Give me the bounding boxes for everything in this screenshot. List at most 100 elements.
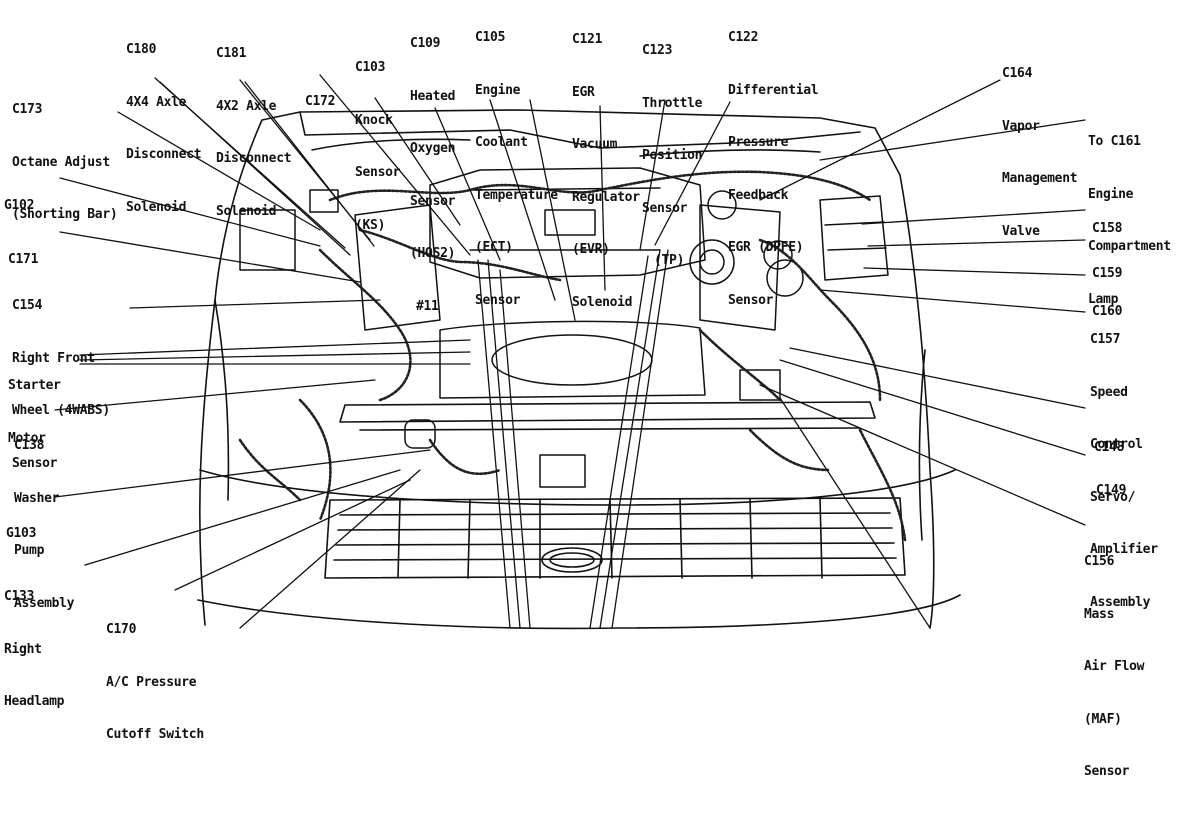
label-c157-line-4: Servo/: [1090, 489, 1136, 505]
label-c105-line-2: Engine: [475, 82, 521, 98]
label-c122-line-1: C122: [728, 30, 759, 45]
label-c156-line-4: (MAF): [1084, 711, 1122, 727]
label-c109-line-6: #11: [416, 298, 439, 314]
wiring-harness: [238, 170, 907, 542]
label-c181-line-2: 4X2 Axle: [216, 98, 277, 114]
label-c148: C148: [1094, 404, 1124, 492]
label-c122-line-5: EGR (DPFE): [728, 240, 804, 255]
label-c103-line-1: C103: [355, 60, 386, 75]
label-c109-line-5: (HOS2): [410, 246, 456, 261]
label-c148-line-1: C148: [1094, 440, 1125, 455]
label-c159-line-1: C159: [1092, 266, 1123, 281]
label-c121: C121 EGR Vacuum Regulator (EVR) Solenoid: [572, 0, 640, 346]
label-c122: C122 Differential Pressure Feedback EGR …: [728, 0, 819, 344]
label-c133-line-2: Right: [4, 641, 42, 657]
label-c173: C173 Octane Adjust (Shorting Bar): [12, 66, 118, 259]
label-c170-line-3: Cutoff Switch: [106, 727, 204, 742]
callout-leader-lines: [54, 74, 1086, 629]
label-c172-line-1: C172: [305, 94, 336, 109]
label-c181-line-3: Disconnect: [216, 151, 292, 166]
label-c161-line-4: Lamp: [1088, 291, 1119, 307]
label-c122-line-3: Pressure: [728, 135, 789, 150]
label-c109-line-2: Heated: [410, 88, 456, 104]
label-g102: G102: [4, 162, 34, 250]
label-c109-line-3: Oxygen: [410, 141, 456, 156]
label-c181-line-4: Solenoid: [216, 203, 277, 219]
label-c157-line-5: Amplifier: [1090, 542, 1158, 557]
label-c157-line-3: Control: [1090, 437, 1143, 452]
label-c172: C172: [305, 58, 335, 146]
label-c121-line-6: Solenoid: [572, 294, 633, 310]
label-c103: C103 Knock Sensor (KS): [355, 24, 400, 269]
label-g103: G103: [6, 490, 36, 578]
label-c123-line-1: C123: [642, 43, 673, 58]
label-c180: C180 4X4 Axle Disconnect Solenoid: [126, 6, 202, 251]
label-c180-line-2: 4X4 Axle: [126, 94, 187, 110]
label-c156-line-2: Mass: [1084, 606, 1115, 622]
label-c156-line-5: Sensor: [1084, 764, 1130, 779]
label-c154: C154 Right Front Wheel (4WABS) Sensor: [12, 262, 110, 507]
label-g103-line-1: G103: [6, 526, 37, 541]
label-c138-line-3: Pump: [14, 543, 45, 558]
label-c121-line-4: Regulator: [572, 189, 640, 205]
label-c171-line-1: C171: [8, 252, 39, 267]
engine-compartment-drawing: [54, 74, 1086, 630]
label-c105-line-1: C105: [475, 30, 506, 45]
label-c154-line-4: Sensor: [12, 455, 58, 471]
label-c161-line-1: To C161: [1088, 134, 1141, 149]
label-c123-line-4: Sensor: [642, 200, 688, 216]
label-c105-line-5: (ECT): [475, 240, 513, 255]
label-c122-line-6: Sensor: [728, 292, 774, 308]
label-c156: C156 Mass Air Flow (MAF) Sensor: [1084, 518, 1145, 816]
label-c164: C164 Vapor Management Valve: [1002, 30, 1078, 275]
engine-bay-outline: [197, 109, 961, 630]
label-c122-line-4: Feedback: [728, 187, 789, 203]
label-c159: C159: [1092, 230, 1122, 318]
label-c105-line-6: Sensor: [475, 292, 521, 308]
label-c164-line-3: Management: [1002, 171, 1078, 186]
label-c138-line-1: C138: [14, 438, 45, 453]
label-c154-line-2: Right Front: [12, 350, 95, 366]
label-c121-line-1: C121: [572, 32, 603, 47]
label-c103-line-3: Sensor: [355, 165, 401, 180]
label-c105: C105 Engine Coolant Temperature (ECT) Se…: [475, 0, 558, 344]
label-c164-line-4: Valve: [1002, 223, 1040, 239]
label-c156-line-3: Air Flow: [1084, 659, 1145, 674]
label-c121-line-5: (EVR): [572, 242, 610, 257]
label-c138-line-2: Washer: [14, 490, 60, 506]
label-c121-line-3: Vacuum: [572, 137, 618, 152]
label-c173-line-1: C173: [12, 102, 43, 117]
label-c180-line-1: C180: [126, 42, 157, 57]
label-c164-line-2: Vapor: [1002, 118, 1040, 134]
label-starter-motor: Starter Motor: [8, 342, 61, 482]
label-c138: C138 Washer Pump Assembly: [14, 402, 75, 647]
label-c156-line-1: C156: [1084, 554, 1115, 569]
label-c181-line-1: C181: [216, 46, 247, 61]
label-c181: C181 4X2 Axle Disconnect Solenoid: [216, 10, 292, 255]
label-c103-line-2: Knock: [355, 112, 393, 128]
label-c123-line-2: Throttle: [642, 95, 703, 111]
label-c160-line-1: C160: [1092, 304, 1123, 319]
label-c161-line-2: Engine: [1088, 186, 1134, 202]
label-c164-line-1: C164: [1002, 66, 1033, 81]
label-c123-line-3: Position: [642, 148, 703, 163]
label-c109: C109 Heated Oxygen Sensor (HOS2) #11: [410, 0, 455, 350]
label-c149-line-1: C149: [1096, 483, 1127, 498]
engine-wiring-diagram: C180 4X4 Axle Disconnect Solenoid C181 4…: [4, 0, 1172, 779]
label-c133-line-1: C133: [4, 589, 35, 604]
label-c157-line-1: C157: [1090, 332, 1121, 347]
label-c138-line-4: Assembly: [14, 595, 75, 611]
label-c154-line-3: Wheel (4WABS): [12, 403, 110, 418]
label-c161: To C161 Engine Compartment Lamp: [1088, 98, 1171, 343]
label-c103-line-4: (KS): [355, 217, 386, 233]
label-c157-line-2: Speed: [1090, 384, 1128, 400]
label-c161-line-3: Compartment: [1088, 239, 1171, 254]
label-c105-line-3: Coolant: [475, 135, 528, 150]
label-c133: C133 Right Headlamp: [4, 553, 65, 746]
label-c173-line-3: (Shorting Bar): [12, 207, 118, 222]
label-c109-line-1: C109: [410, 36, 441, 51]
label-c173-line-2: Octane Adjust: [12, 154, 110, 170]
label-starter-motor-line-2: Motor: [8, 430, 46, 446]
label-c158: C158: [1092, 185, 1122, 273]
label-starter-motor-line-1: Starter: [8, 378, 61, 393]
